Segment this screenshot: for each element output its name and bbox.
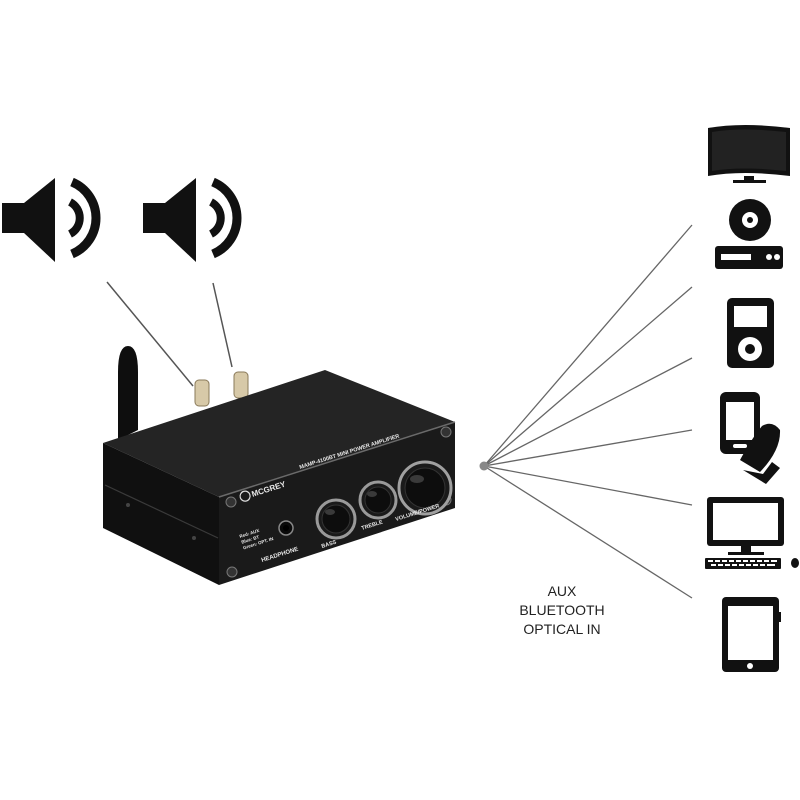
tablet-icon (722, 597, 781, 672)
connector-hub-dot (479, 461, 489, 471)
input-bluetooth-label: BLUETOOTH (519, 602, 605, 618)
treble-knob[interactable] (358, 480, 398, 520)
amplifier-top (103, 370, 455, 497)
connector-mp3 (483, 286, 693, 467)
source-connectors (483, 224, 693, 599)
speaker-connector-right (212, 282, 233, 368)
input-optical-label: OPTICAL IN (523, 621, 601, 637)
speaker-icon (2, 177, 101, 262)
speaker-icon (143, 177, 242, 262)
cd-player-icon (715, 199, 783, 269)
input-aux-label: AUX (547, 583, 577, 599)
led-legend-red: Red: AUX (239, 528, 260, 539)
connector-cd (483, 224, 693, 467)
connector-computer (483, 465, 693, 506)
connector-phone-a (483, 357, 693, 467)
speaker-connector-left (106, 281, 194, 387)
binding-post (194, 379, 210, 407)
desktop-computer-icon (705, 497, 799, 569)
binding-post (233, 371, 249, 399)
speaker-connectors (106, 281, 233, 387)
antenna (118, 346, 138, 440)
volume-knob[interactable] (397, 460, 453, 516)
tv-icon (708, 125, 790, 183)
amplifier: MCGREY MAMP-4100BT MINI POWER AMPLIFIER … (103, 346, 456, 585)
bass-knob[interactable] (315, 498, 357, 540)
led-legend-blue: Blue: BT (241, 534, 260, 544)
smartphone-icon (720, 392, 781, 484)
mp3-player-icon (727, 298, 774, 368)
input-sources-label: AUX BLUETOOTH OPTICAL IN (500, 582, 624, 639)
bass-label: BASS (321, 539, 338, 549)
amplifier-side (103, 443, 219, 585)
connector-phone-b (483, 429, 693, 467)
connector-tablet (483, 465, 693, 599)
